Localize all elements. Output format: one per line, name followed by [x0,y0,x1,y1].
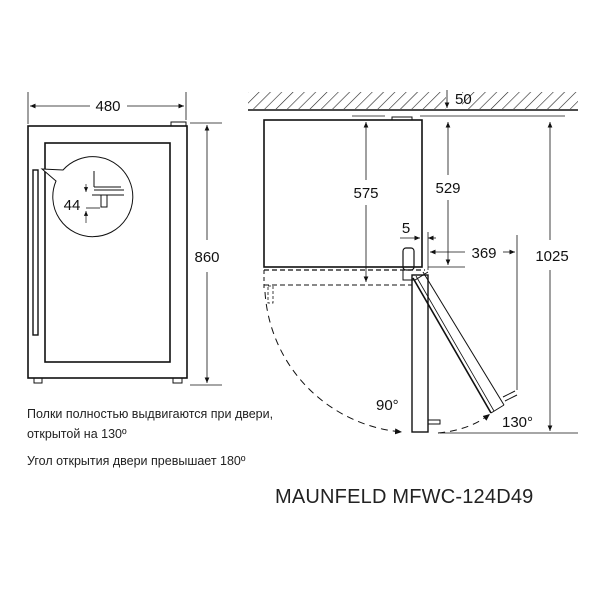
model-title: MAUNFELD MFWC-124D49 [275,486,534,508]
door-handle [32,169,39,336]
ceiling-hatch [248,92,578,109]
depth-529-label: 529 [435,180,460,197]
door-open-90 [411,274,429,433]
shelf-44-label: 44 [64,197,81,214]
note-door-angle: Угол открытия двери превышает 180º [27,454,246,468]
side-view [248,90,578,435]
shelf-detail-magnifier [40,156,134,238]
foot [33,377,43,384]
door-swing-130-arc [437,413,491,434]
hinge [402,247,415,271]
depth-575-label: 575 [353,185,378,202]
cabinet-side [263,119,423,268]
hinge-top [170,121,187,127]
door-swing-90-arc [264,291,403,435]
angle-130-label: 130° [502,414,533,431]
front-view [27,92,222,386]
gap-5-label: 5 [402,220,410,237]
ceiling-gap-50-label: 50 [455,91,472,108]
glass-door [44,142,171,363]
angle-90-label: 90° [376,397,399,414]
offset-369-label: 369 [471,245,496,262]
height-860-label: 860 [194,249,219,266]
cabinet-outline [27,125,188,379]
width-480-label: 480 [95,98,120,115]
total-1025-label: 1025 [535,248,568,265]
foot [172,377,183,384]
door-open-130 [412,271,518,414]
note-shelves-line1: Полки полностью выдвигаются при двери, [27,407,274,421]
note-shelves-line2: открытой на 130º [27,427,127,441]
